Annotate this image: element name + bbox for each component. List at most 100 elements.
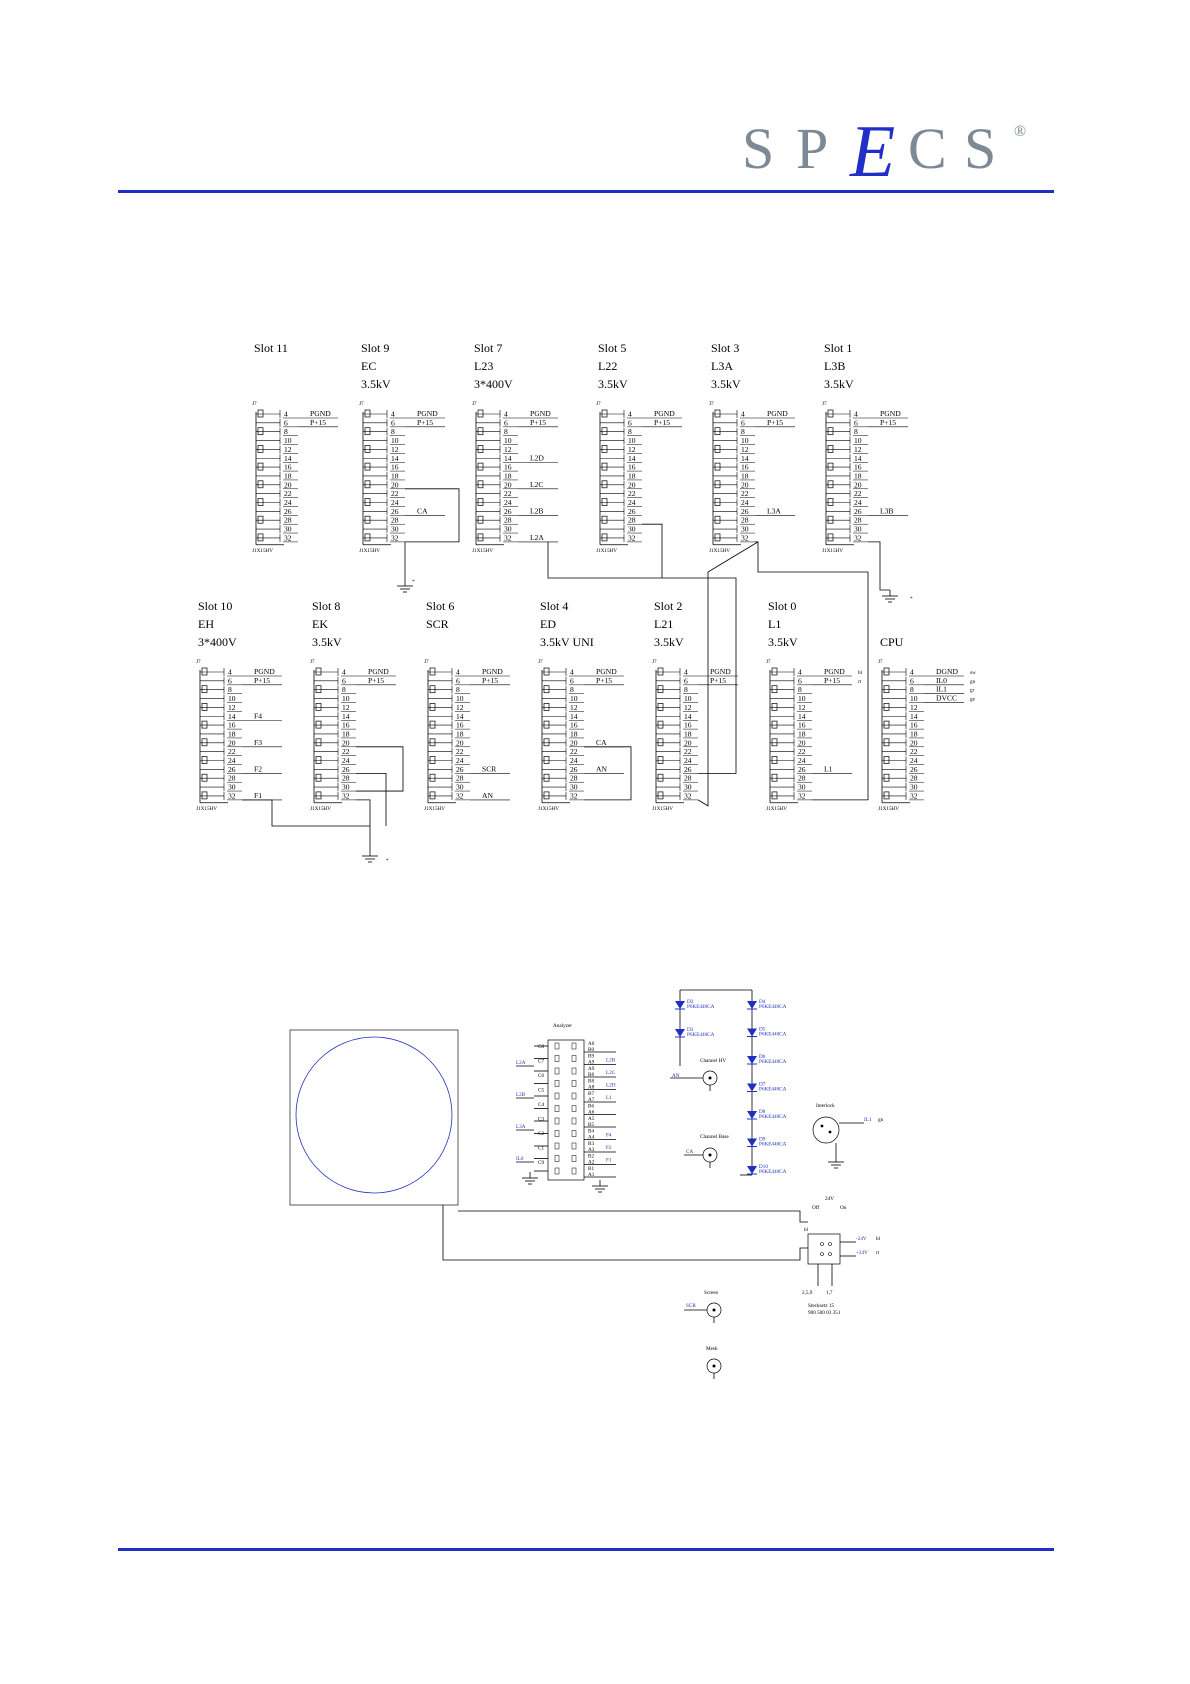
slot11-pin-num-18: 18	[284, 471, 292, 480]
slot5-link	[642, 523, 663, 578]
slot8-ground-wire	[356, 799, 371, 850]
slot9-pin-num-20: 20	[391, 480, 399, 489]
slot11-pin-num-12: 12	[284, 445, 292, 454]
analyzer-pin-b-9: A2	[588, 1160, 595, 1166]
slot9-pin-num-24: 24	[391, 498, 399, 507]
slot7-pin-num-12: 12	[504, 445, 512, 454]
cpu-pin-body-8	[883, 685, 890, 694]
diode-d7-part: P6KE440CA	[759, 1087, 787, 1093]
slot10-pin-num-22: 22	[228, 747, 236, 756]
slot10-pin-body-16	[201, 720, 208, 729]
slot8-pin-num-24: 24	[342, 756, 350, 765]
slot7-pin-num-18: 18	[504, 471, 512, 480]
logo-letter-s2: S	[964, 116, 996, 181]
diode-d5-part: P6KE440CA	[759, 1032, 787, 1038]
slot10-signal-p15: P+15	[254, 676, 270, 685]
slot6-pin-num-32: 32	[456, 791, 464, 800]
analyzer-c-pin-9	[554, 1155, 560, 1162]
slot10-pin-num-20: 20	[228, 738, 236, 747]
slot9-pin-num-30: 30	[391, 525, 399, 534]
slot4-pin-body-16	[543, 720, 550, 729]
slot8-title: Slot 8	[312, 599, 340, 613]
diode-d2-body	[675, 1001, 685, 1009]
slot1-pin-num-10: 10	[854, 436, 862, 445]
slot1-pin-num-30: 30	[854, 525, 862, 534]
slot9-signal-pgnd: PGND	[417, 409, 438, 418]
slot3-signal-p15: P+15	[767, 418, 783, 427]
analyzer-pin-b-10: A1	[588, 1172, 595, 1178]
slot6-pin-num-22: 22	[456, 747, 464, 756]
slot9-ground-mark: *	[412, 579, 415, 585]
slot11-pin-num-20: 20	[284, 480, 292, 489]
slot0-name: L1	[768, 617, 781, 631]
slot11-pin-num-10: 10	[284, 436, 292, 445]
slot1-pin-num-8: 8	[854, 427, 858, 436]
slot3-pin-num-24: 24	[741, 498, 749, 507]
slot1-pin-body-20	[827, 480, 834, 489]
slot10-pin-num-12: 12	[228, 703, 236, 712]
analyzer-pin-a-2: A9	[588, 1066, 595, 1072]
switch-plus-label: +24V	[856, 1250, 868, 1256]
slot8-signal-pgnd: PGND	[368, 667, 389, 676]
slot5-pin-body-4	[601, 409, 608, 418]
switch-contact4	[828, 1252, 832, 1256]
screen-connector-core	[712, 1308, 716, 1312]
slot10-pin-body-20	[201, 738, 208, 747]
slot9-pin-num-32: 32	[391, 533, 399, 542]
logo-letter-s1: S	[742, 116, 776, 181]
slot7-pin-num-8: 8	[504, 427, 508, 436]
slot0-signal-pgnd: PGND	[824, 667, 845, 676]
slot10-signal-f2: F2	[254, 764, 262, 773]
slot3-pin-num-6: 6	[741, 418, 745, 427]
slot8-pin-body-24	[315, 756, 322, 764]
slot5-pin-num-10: 10	[628, 436, 636, 445]
slot6-pin-num-4: 4	[456, 668, 460, 677]
slot0-voltage: 3.5kV	[768, 635, 798, 649]
slot1-pin-body-12	[827, 445, 834, 453]
slot6-pin-num-6: 6	[456, 676, 460, 685]
slot9-pin-num-12: 12	[391, 445, 399, 454]
slot8-header-ref: J7	[310, 659, 315, 665]
switch-pin-a: 2,5,9	[802, 1290, 813, 1296]
slot7-pin-num-32: 32	[504, 533, 512, 542]
slot4-pin-num-24: 24	[570, 756, 578, 765]
channel-base-connector-core	[708, 1153, 712, 1157]
slot1-name: L3B	[824, 359, 845, 373]
analyzer-c-label-c8: C8	[538, 1044, 544, 1050]
slot0-header-ref: J7	[766, 659, 771, 665]
cpu-wire-color-6: gn	[970, 679, 976, 685]
slot2-pin-body-4	[657, 667, 664, 676]
slot10-header-ref: J7	[196, 659, 201, 665]
slot7-signal-p15: P+15	[530, 418, 546, 427]
slot10-pin-num-10: 10	[228, 694, 236, 703]
slot7-pin-num-10: 10	[504, 436, 512, 445]
analyzer-pin-b-4: A7	[588, 1097, 595, 1103]
slot0-pin-body-20	[771, 738, 778, 747]
analyzer-left-l2a: L2A	[516, 1060, 526, 1066]
logo-letter-e: E	[849, 114, 895, 186]
cpu-signal-dvcc: DVCC	[936, 694, 957, 703]
slot0-pin-num-14: 14	[798, 712, 806, 721]
analyzer-a-pin-5	[571, 1105, 577, 1112]
analyzer-signal-f2: F2	[606, 1145, 612, 1151]
cpu-pin-body-24	[883, 756, 890, 764]
slot4-pin-num-26: 26	[570, 765, 578, 774]
slot11-pin-num-8: 8	[284, 427, 288, 436]
slot8-loop1	[356, 746, 404, 792]
slot8-pin-num-10: 10	[342, 694, 350, 703]
slot0-wire-color-4: bl	[858, 670, 863, 676]
slot6-signal-pgnd: PGND	[482, 667, 503, 676]
analyzer-pin-b-6: B5	[588, 1122, 594, 1128]
slot1-signal-l3b: L3B	[880, 506, 894, 515]
detector-screen	[295, 1036, 453, 1194]
slot1-pin-num-16: 16	[854, 463, 862, 472]
slot7-signal-l2d: L2D	[530, 453, 544, 462]
slot9-pin-num-22: 22	[391, 489, 399, 498]
slot2-voltage: 3.5kV	[654, 635, 684, 649]
slot0-pin-num-16: 16	[798, 721, 806, 730]
analyzer-c-pin-1	[554, 1055, 560, 1062]
slot9-pin-body-12	[364, 445, 371, 453]
slot9-pin-body-20	[364, 480, 371, 489]
